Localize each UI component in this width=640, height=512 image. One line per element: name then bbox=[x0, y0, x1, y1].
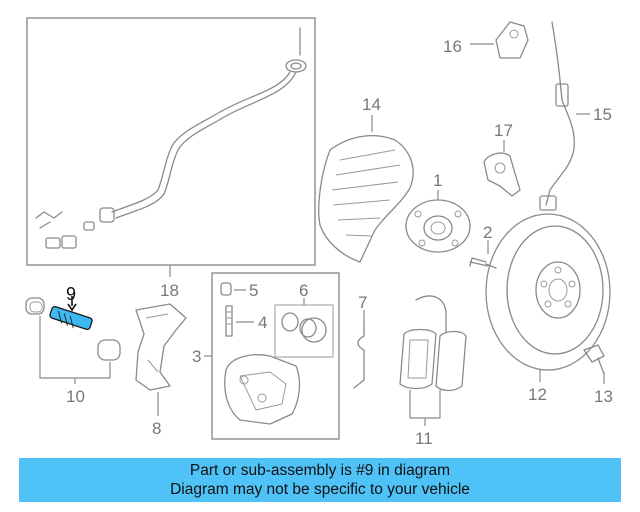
callout-11: 11 bbox=[415, 429, 433, 448]
callout-9: 9 bbox=[66, 284, 76, 304]
part-18-speed-sensor-group[interactable]: 18 bbox=[26, 17, 316, 300]
part-1-wheel-hub[interactable]: 1 bbox=[405, 171, 471, 253]
callout-18: 18 bbox=[160, 281, 179, 300]
callout-14: 14 bbox=[362, 95, 381, 114]
callout-4: 4 bbox=[258, 313, 267, 332]
part-2-bolt[interactable]: 2 bbox=[469, 223, 497, 269]
callout-2: 2 bbox=[483, 223, 492, 242]
part-3-caliper-group[interactable]: 3 bbox=[192, 272, 340, 440]
callout-10: 10 bbox=[66, 387, 85, 406]
part-14-splash-shield[interactable]: 14 bbox=[318, 95, 414, 263]
callout-17: 17 bbox=[494, 121, 513, 140]
callout-12: 12 bbox=[528, 385, 547, 404]
callout-1: 1 bbox=[433, 171, 442, 190]
part-10-guide-pin-kit[interactable]: 10 bbox=[25, 297, 121, 406]
part-8-caliper-bracket[interactable]: 8 bbox=[135, 303, 187, 438]
callout-3: 3 bbox=[192, 347, 201, 366]
callout-8: 8 bbox=[152, 419, 161, 438]
info-banner: Part or sub-assembly is #9 in diagram Di… bbox=[19, 458, 621, 502]
callout-15: 15 bbox=[593, 105, 612, 124]
part-13-bolt[interactable]: 13 bbox=[583, 344, 613, 406]
callout-5: 5 bbox=[249, 281, 258, 300]
part-11-brake-pads[interactable]: 11 bbox=[399, 295, 467, 448]
callout-13: 13 bbox=[594, 387, 613, 406]
part-5-bleeder-cap[interactable]: 5 bbox=[220, 281, 258, 300]
part-4-bleeder-screw[interactable]: 4 bbox=[225, 305, 267, 337]
part-12-brake-rotor[interactable]: 12 bbox=[485, 213, 611, 404]
parts-diagram: 18 16 15 14 17 1 bbox=[25, 17, 613, 448]
part-16-bracket[interactable]: 16 bbox=[443, 21, 529, 59]
part-9-guide-pin[interactable]: 9 bbox=[49, 284, 93, 331]
banner-line-disclaimer: Diagram may not be specific to your vehi… bbox=[170, 481, 470, 498]
banner-line-part: Part or sub-assembly is #9 in diagram bbox=[189, 462, 451, 479]
callout-6: 6 bbox=[299, 281, 308, 300]
part-17-sensor[interactable]: 17 bbox=[483, 121, 521, 197]
callout-16: 16 bbox=[443, 37, 462, 56]
part-15-brake-hose[interactable]: 15 bbox=[539, 21, 612, 211]
callout-7: 7 bbox=[358, 293, 367, 312]
part-6-seal-kit[interactable]: 6 bbox=[274, 281, 334, 358]
part-7-spring-clip[interactable]: 7 bbox=[353, 293, 367, 389]
